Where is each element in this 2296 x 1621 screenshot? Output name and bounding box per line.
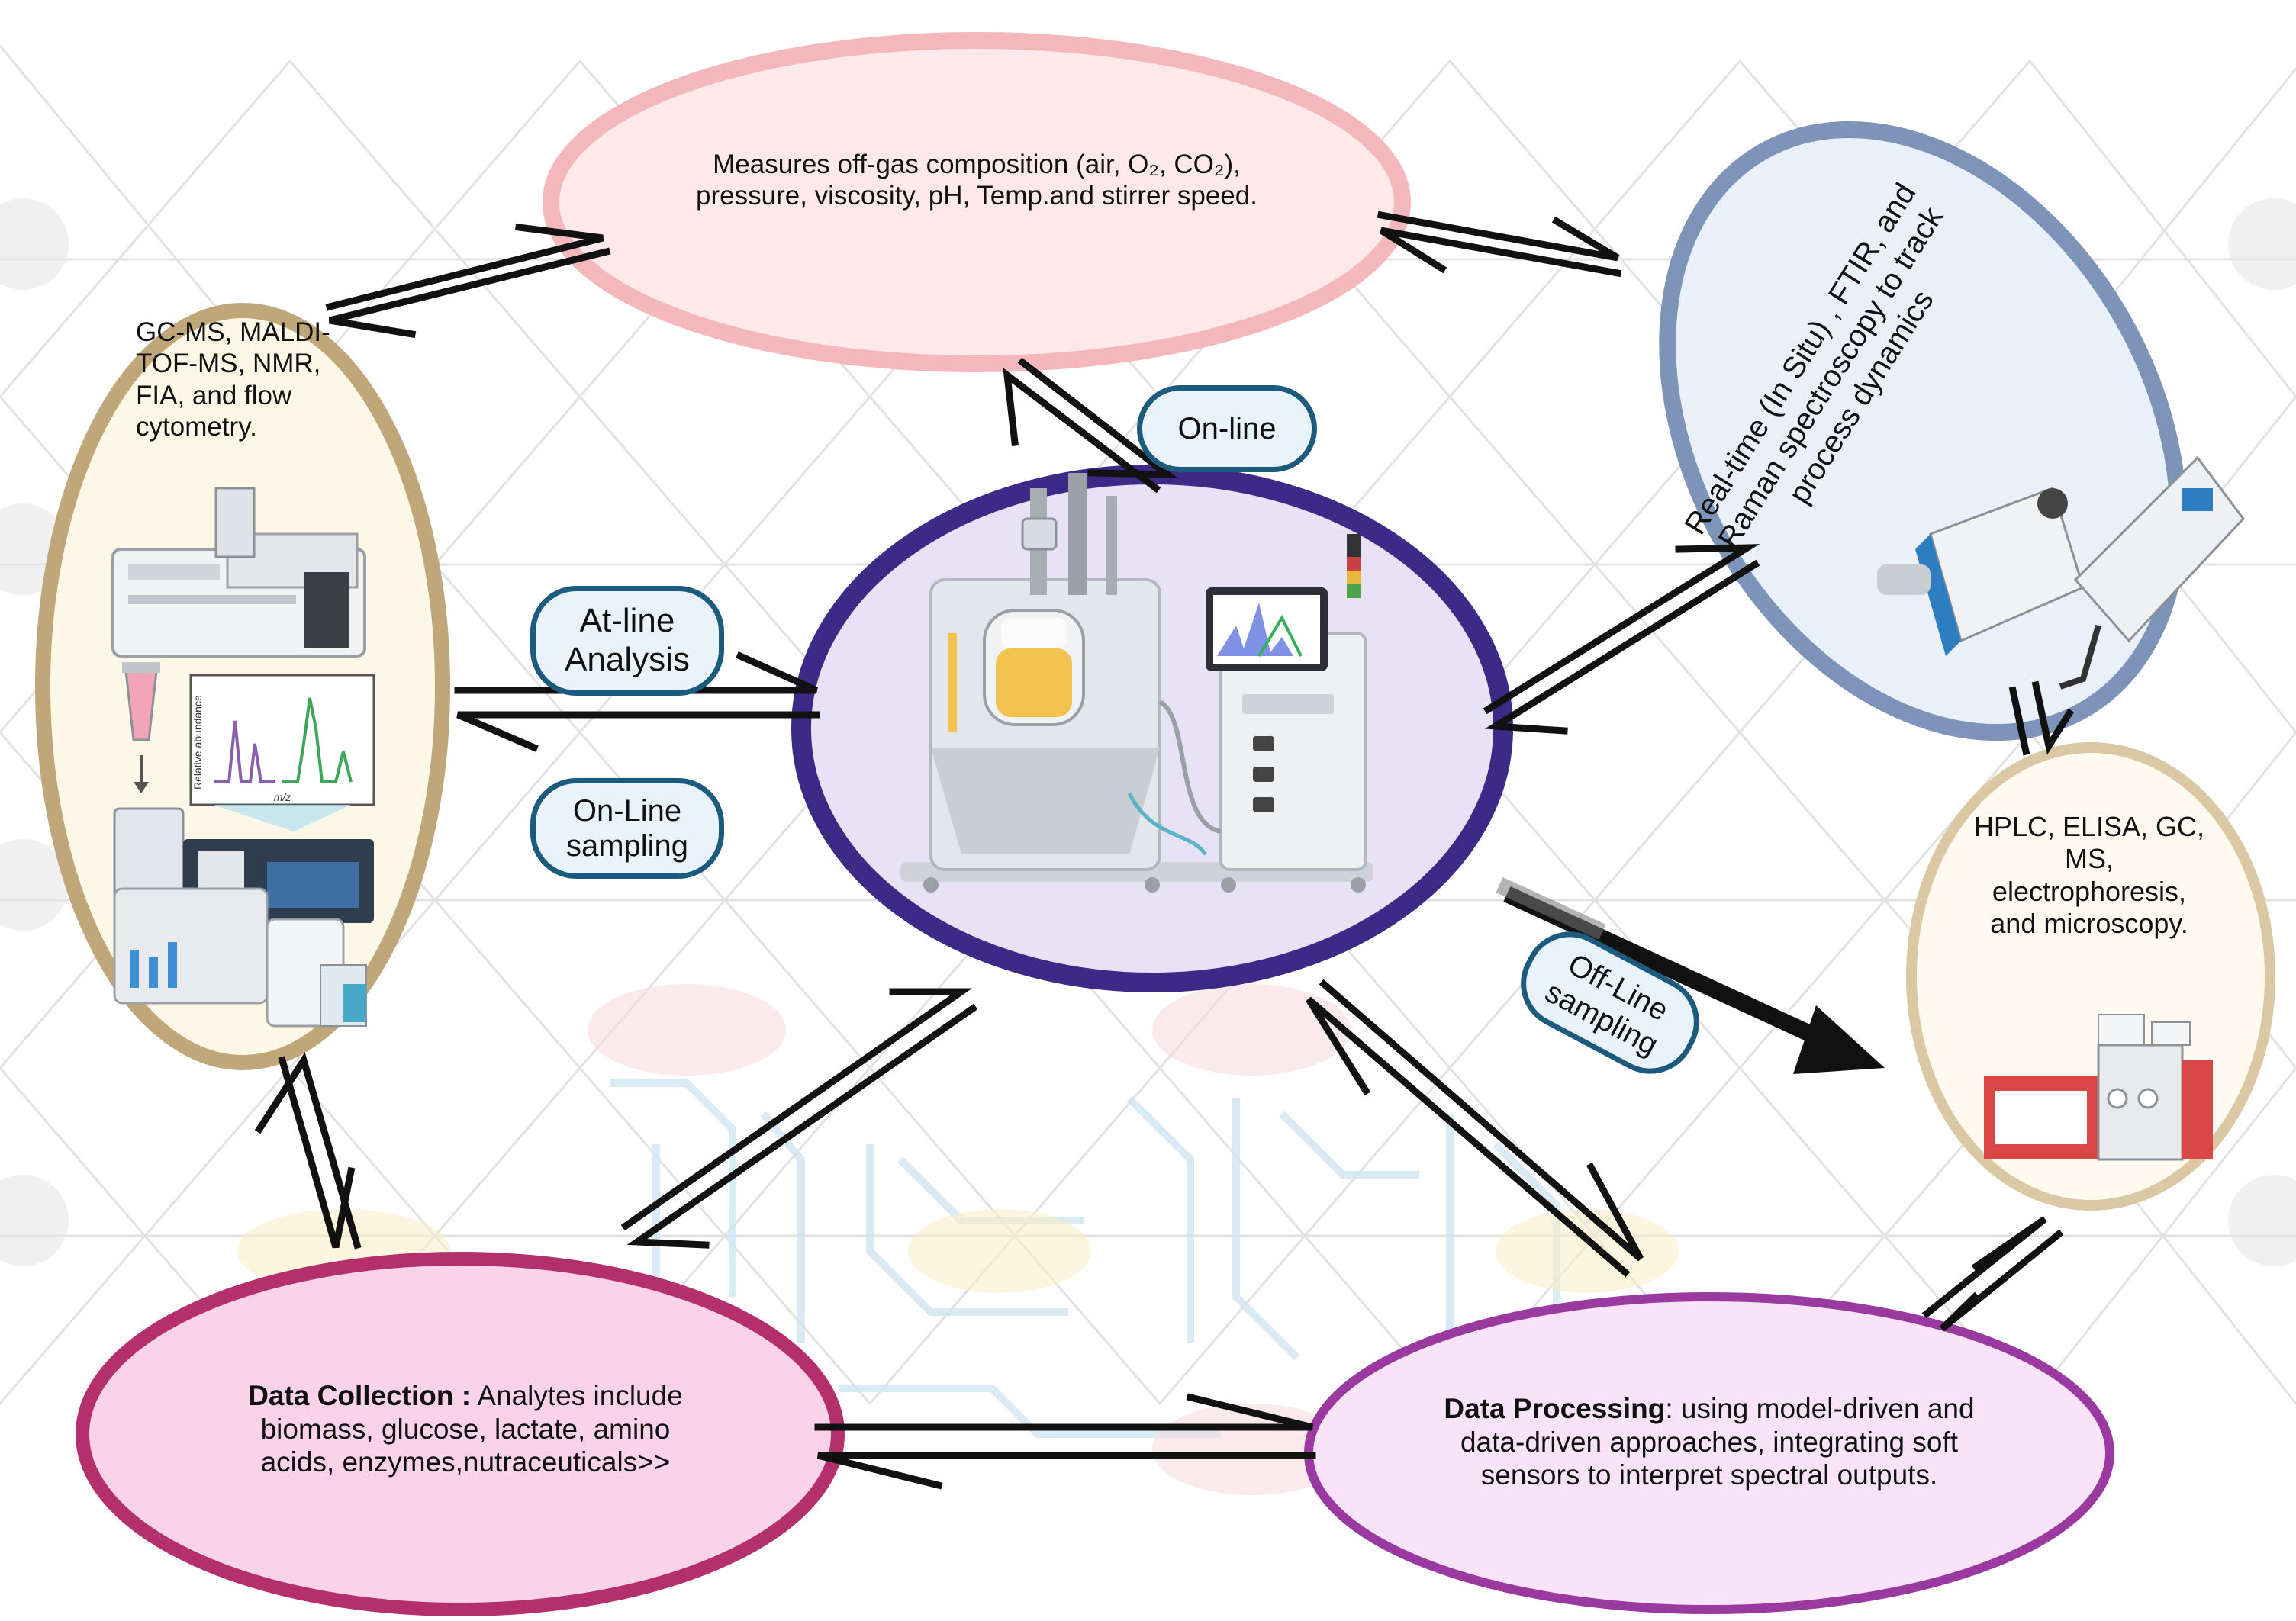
right-top-ellipse: [1659, 121, 2187, 741]
spectrum-x-label: m/z: [274, 791, 291, 803]
data-collection-body: Analytes include biomass, glucose, lacta…: [260, 1380, 683, 1478]
atline-label: At-line Analysis: [530, 586, 724, 696]
bioreactor-icon: [900, 473, 1373, 893]
online-label: On-line: [1137, 385, 1317, 472]
top-node-text: Measures off-gas composition (air, O₂, C…: [696, 150, 1257, 211]
data-processing-body: : using model-driven and data-driven app…: [1460, 1393, 1975, 1491]
offline-arrow: [1496, 877, 1885, 1074]
hplc-system-icon: [1984, 1014, 2213, 1161]
data-collection-title: Data Collection :: [248, 1380, 472, 1411]
online-sampling-label: On-Line sampling: [530, 778, 724, 879]
top-ellipse: [543, 32, 1411, 372]
sample-vial-icon: [122, 662, 160, 793]
ftir-spectrometer-icon: [2059, 455, 2245, 690]
bottom-left-node-text: Data Collection : Analytes include bioma…: [221, 1379, 710, 1479]
spectrum-y-label: Relative abundance: [192, 695, 204, 790]
spectrum-plot: Relative abundance m/z: [189, 674, 375, 806]
bottom-right-node-text: Data Processing: using model-driven and …: [1419, 1392, 1999, 1492]
lab-analyzer-icon: [113, 887, 367, 1028]
data-processing-title: Data Processing: [1444, 1393, 1666, 1424]
raman-spectrometer-icon: [1877, 487, 2085, 656]
spectrum-beam: [214, 805, 351, 831]
left-node-text: GC-MS, MALDI-TOF-MS, NMR, FIA, and flow …: [136, 317, 330, 442]
mass-spectrometer-icon: [111, 487, 366, 658]
right-mid-node-text: HPLC, ELISA, GC, MS, electrophoresis, an…: [1973, 811, 2205, 940]
equilibrium-arrows: [254, 211, 2075, 1490]
bottom-left-ellipse: [76, 1252, 845, 1616]
